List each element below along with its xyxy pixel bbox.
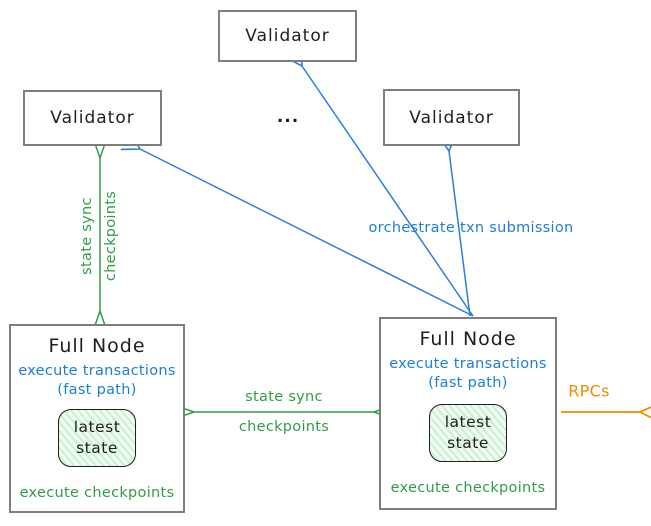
fast-path-label: (fast path): [428, 375, 508, 391]
validator-box-top: Validator: [218, 10, 357, 62]
orchestrate-txn-submission-label: orchestrate txn submission: [368, 220, 574, 236]
fullnode-box-left: Full Node execute transactions (fast pat…: [9, 324, 185, 513]
validator-label: Validator: [50, 108, 135, 128]
state-sync-vertical-label-line1: state sync: [79, 197, 95, 275]
latest-state-label: latest state: [444, 413, 492, 452]
state-sync-vertical-label-line2: checkpoints: [103, 190, 119, 282]
latest-state-box: latest state: [429, 404, 507, 462]
execute-checkpoints-label: execute checkpoints: [390, 480, 546, 496]
state-sync-horizontal-label-line2: checkpoints: [238, 419, 330, 435]
validator-label: Validator: [245, 26, 330, 46]
execute-transactions-label: execute transactions: [18, 363, 176, 379]
validator-box-left: Validator: [23, 90, 162, 146]
execute-checkpoints-label: execute checkpoints: [19, 485, 175, 501]
fullnode-title: Full Node: [419, 328, 517, 350]
execute-transactions-label: execute transactions: [389, 356, 547, 372]
validator-label: Validator: [409, 107, 494, 128]
validator-box-right: Validator: [383, 89, 520, 146]
fast-path-label: (fast path): [57, 382, 137, 398]
rpcs-label: RPCs: [568, 381, 610, 401]
state-sync-horizontal-label-line1: state sync: [245, 389, 323, 405]
fullnode-box-right: Full Node execute transactions (fast pat…: [379, 317, 557, 510]
latest-state-label: latest state: [73, 418, 121, 457]
latest-state-box: latest state: [58, 409, 136, 467]
fullnode-title: Full Node: [48, 335, 146, 357]
validators-ellipsis: ...: [276, 107, 300, 127]
